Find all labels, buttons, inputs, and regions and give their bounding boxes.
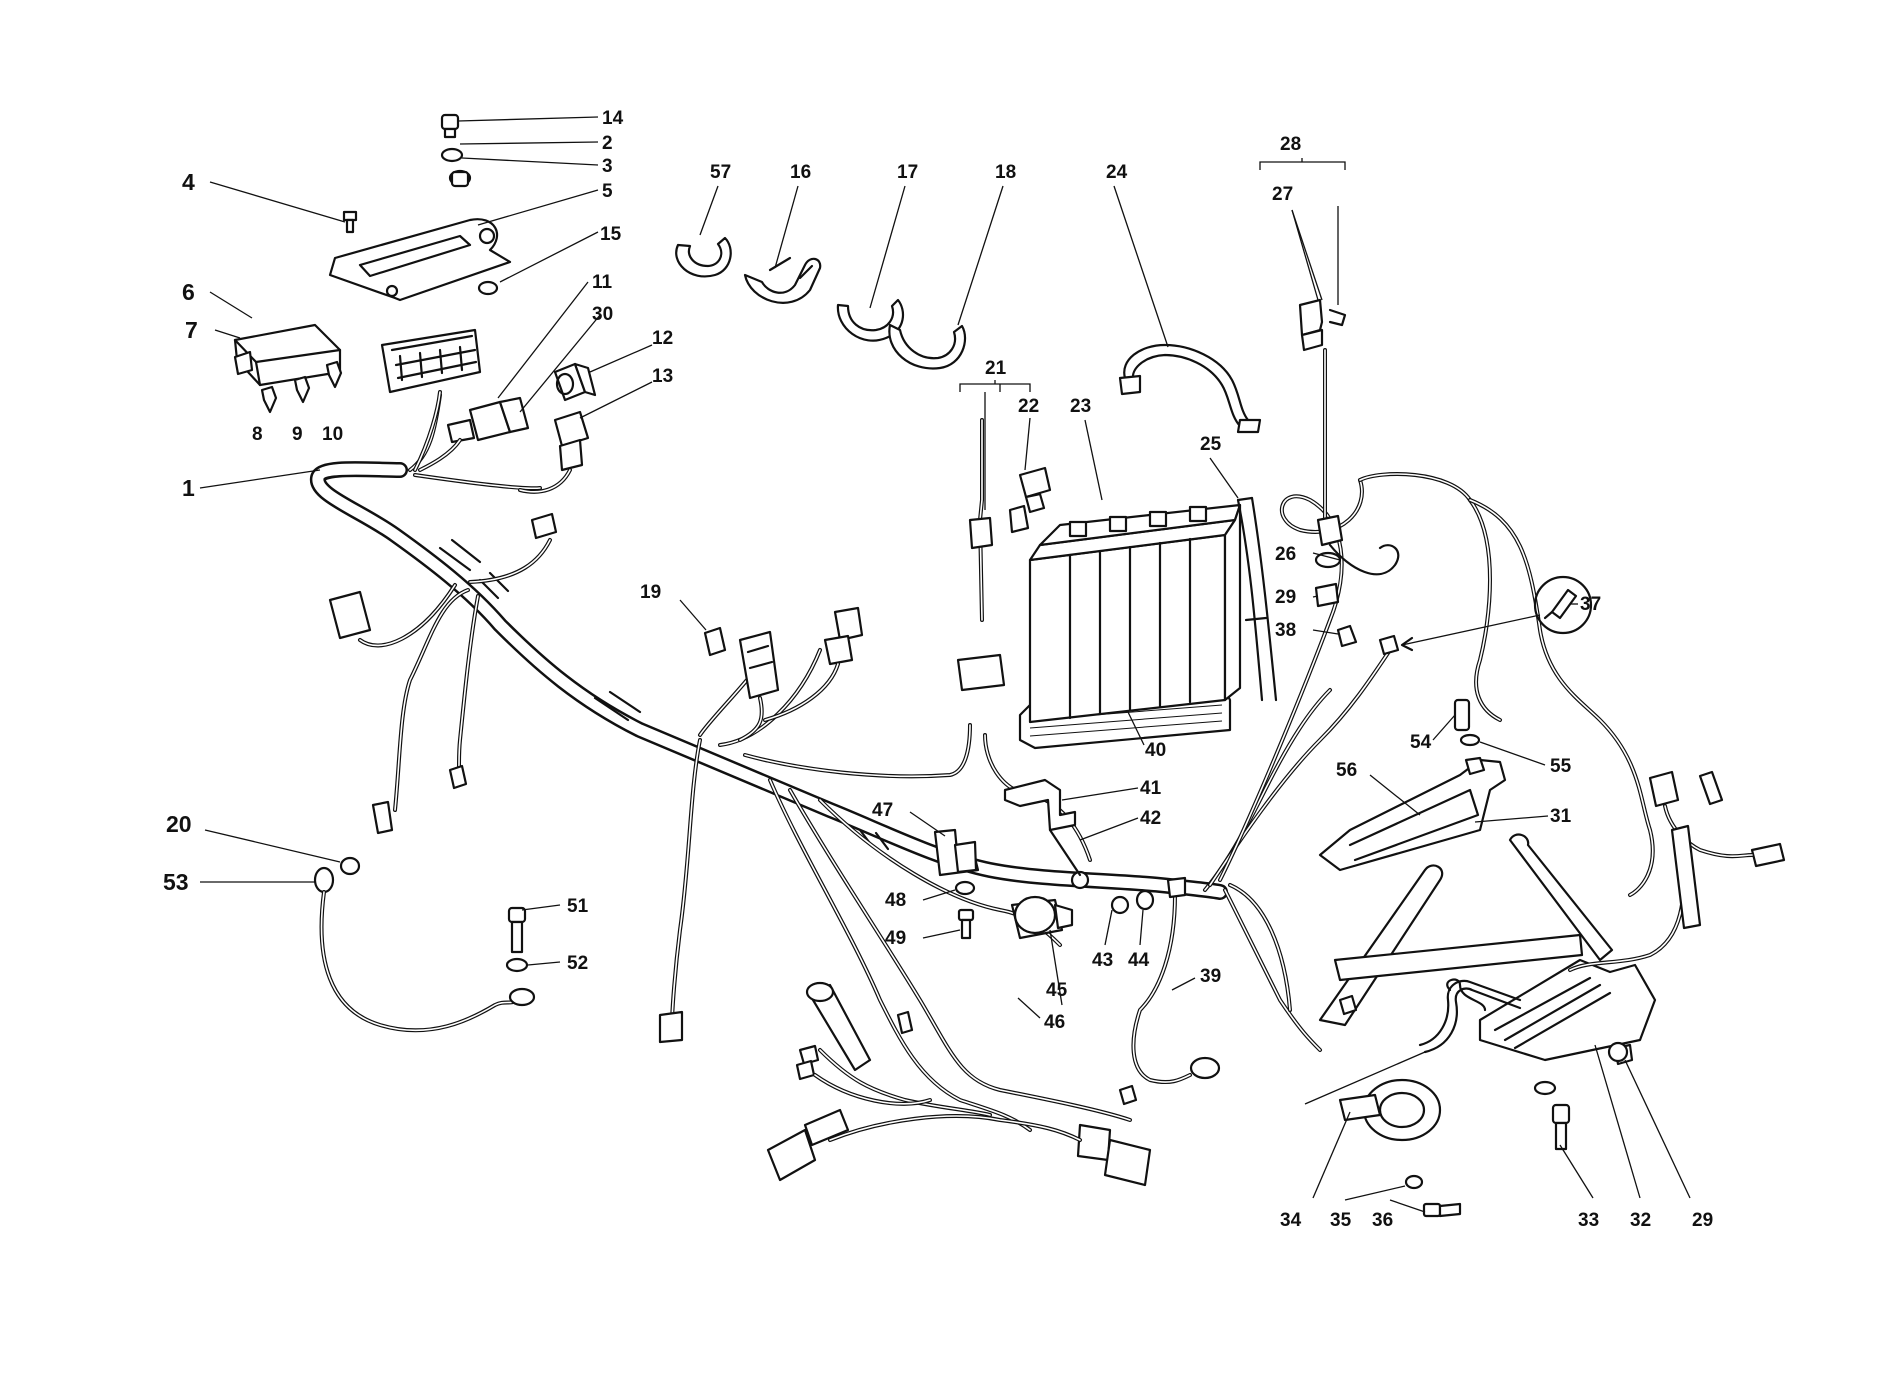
switch-45	[1010, 870, 1155, 940]
callout-25: 25	[1200, 434, 1222, 455]
callout-41: 41	[1140, 778, 1162, 799]
regulator-fasteners	[1533, 1041, 1629, 1151]
bracket-47	[933, 828, 980, 940]
callout-22: 22	[1018, 396, 1039, 417]
voltage-regulator	[1338, 958, 1657, 1066]
callout-16: 16	[790, 162, 811, 183]
callout-13: 13	[652, 366, 673, 387]
callout-40: 40	[1145, 740, 1166, 761]
callout-8: 8	[252, 424, 263, 445]
bottom-connectors	[328, 512, 1152, 1187]
callout-28: 28	[1280, 134, 1301, 155]
lead-39	[1131, 876, 1221, 1085]
cable-clips	[675, 236, 967, 370]
callout-20: 20	[166, 811, 192, 837]
callout-17: 17	[897, 162, 918, 183]
callout-3: 3	[602, 156, 613, 177]
right-connectors	[1568, 770, 1786, 972]
callout-46: 46	[1044, 1012, 1065, 1033]
callout-29-lower: 29	[1692, 1210, 1713, 1231]
callout-42: 42	[1140, 808, 1161, 829]
callout-30: 30	[592, 304, 613, 325]
battery-strap	[1118, 343, 1262, 434]
callout-38: 38	[1275, 620, 1296, 641]
callout-leaders	[199, 116, 1691, 1213]
starter-lead	[1298, 298, 1400, 608]
callout-14: 14	[602, 108, 624, 129]
callout-49: 49	[885, 928, 906, 949]
callout-18: 18	[995, 162, 1016, 183]
callout-37: 37	[1580, 594, 1601, 615]
callout-50: 51	[567, 896, 589, 917]
callout-33: 33	[1578, 1210, 1599, 1231]
callout-56: 57	[710, 162, 731, 183]
callout-45: 45	[1046, 980, 1068, 1001]
callout-2: 2	[602, 133, 613, 154]
callout-9: 9	[292, 424, 303, 445]
harness-branch-wires	[358, 393, 1655, 1132]
callout-19: 19	[640, 582, 661, 603]
callout-10: 10	[322, 424, 343, 445]
callout-labels: 14 2 3 5 4 15 6 7 8 9 10 11 30 12 13 1 5…	[163, 108, 1713, 1231]
bracket-41	[1003, 778, 1082, 877]
callout-12: 12	[652, 328, 673, 349]
callout-11: 11	[592, 272, 613, 293]
callout-23: 23	[1070, 396, 1091, 417]
horn	[1338, 1078, 1462, 1218]
callout-51: 52	[567, 953, 588, 974]
callout-4: 4	[182, 169, 195, 195]
callout-5: 5	[602, 181, 613, 202]
vent-tube	[1236, 496, 1278, 702]
connector-19	[703, 606, 864, 742]
callout-26: 26	[1275, 544, 1296, 565]
callout-48: 48	[885, 890, 906, 911]
callout-53: 54	[1410, 732, 1432, 753]
callout-52: 53	[163, 869, 189, 895]
battery-lead-21	[956, 418, 1052, 692]
callout-29-upper: 29	[1275, 587, 1296, 608]
callout-47: 47	[872, 800, 893, 821]
connector-37-detail	[1336, 575, 1593, 656]
callout-1: 1	[182, 475, 195, 501]
callout-24: 24	[1106, 162, 1128, 183]
callout-6: 6	[182, 279, 195, 305]
callout-27: 27	[1272, 184, 1293, 205]
callout-21: 21	[985, 358, 1007, 379]
callout-36: 36	[1372, 1210, 1393, 1231]
callout-55: 56	[1336, 760, 1357, 781]
main-wiring-harness	[310, 461, 1228, 900]
frame-tube	[1318, 833, 1614, 1027]
callout-15: 15	[600, 224, 622, 245]
callout-34: 34	[1280, 1210, 1302, 1231]
callout-7: 7	[185, 317, 198, 343]
ground-lead	[313, 856, 536, 1033]
callout-31: 31	[1550, 806, 1572, 827]
callout-43: 43	[1092, 950, 1113, 971]
cable-57	[1418, 979, 1522, 1054]
callout-32: 32	[1630, 1210, 1651, 1231]
callout-39: 39	[1200, 966, 1221, 987]
fuse-box-assembly	[233, 113, 597, 494]
callout-44: 44	[1128, 950, 1150, 971]
callout-54: 55	[1550, 756, 1572, 777]
callout-35: 35	[1330, 1210, 1352, 1231]
bracket-55	[1318, 698, 1507, 872]
battery	[1018, 503, 1242, 750]
